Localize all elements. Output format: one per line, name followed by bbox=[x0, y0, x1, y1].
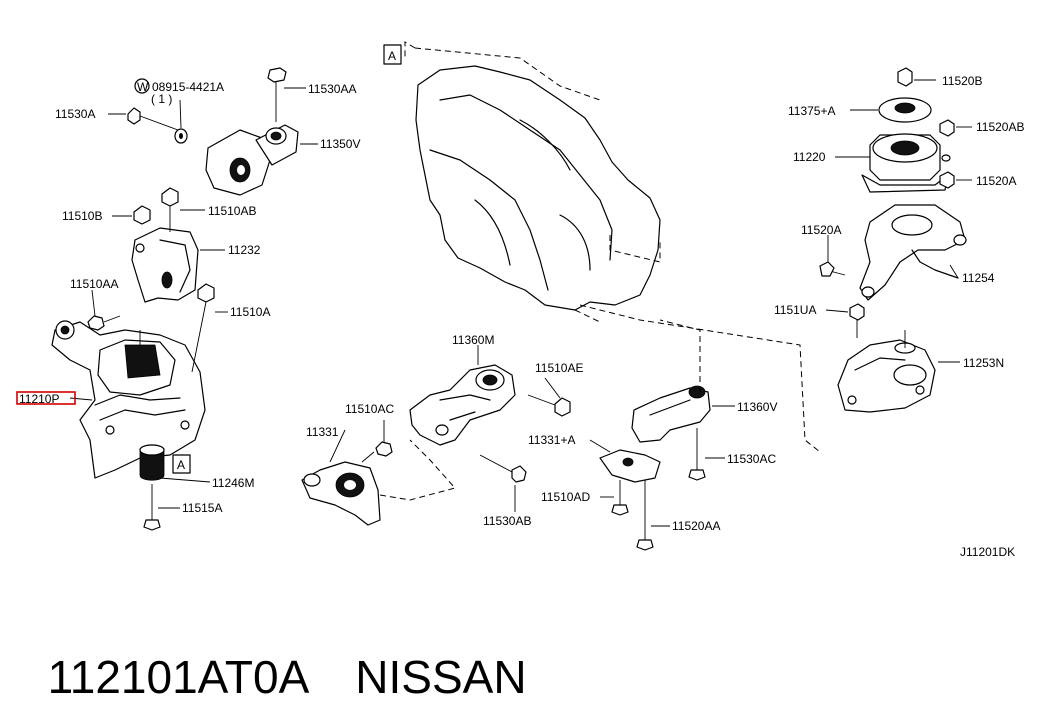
label-11510AA: 11510AA bbox=[70, 277, 119, 291]
ref-a-top-label: A bbox=[388, 49, 396, 63]
part-11220-insulator bbox=[835, 133, 949, 193]
label-11232: 11232 bbox=[228, 243, 261, 257]
label-11350V: 11350V bbox=[320, 137, 360, 151]
bolt-11520AA bbox=[636, 480, 670, 551]
ref-a-lower-label: A bbox=[177, 458, 185, 472]
part-11254-bracket bbox=[859, 204, 967, 301]
bolt-11510B bbox=[112, 205, 151, 225]
bolt-11530AA bbox=[267, 67, 306, 122]
bolt-11530A bbox=[108, 99, 188, 144]
label-11520A-left: 11520A bbox=[801, 223, 841, 237]
label-11360M: 11360M bbox=[452, 333, 494, 347]
part-11253N bbox=[837, 330, 960, 413]
label-11520B: 11520B bbox=[942, 74, 982, 88]
label-11510AD: 11510AD bbox=[541, 490, 590, 504]
label-11520AB: 11520AB bbox=[976, 120, 1025, 134]
label-11253N: 11253N bbox=[963, 356, 1004, 370]
highlight-11210P bbox=[16, 391, 76, 405]
part-11232 bbox=[131, 227, 225, 303]
bolt-11510AD bbox=[600, 480, 629, 516]
bolt-11510AB bbox=[161, 187, 205, 232]
part-number: 112101AT0A bbox=[47, 651, 310, 703]
ref-box-a-lower: A bbox=[172, 454, 191, 474]
footer-caption: 112101AT0A NISSAN bbox=[22, 596, 527, 704]
w-mark: W bbox=[137, 80, 149, 94]
brand-name: NISSAN bbox=[355, 651, 527, 703]
part-11350V bbox=[205, 124, 299, 196]
label-11510A: 11510A bbox=[230, 305, 270, 319]
engine-outline bbox=[404, 41, 821, 453]
bolt-11520A-left bbox=[819, 235, 846, 277]
part-11331 bbox=[301, 429, 381, 526]
label-11254: 11254 bbox=[962, 271, 995, 285]
w-circle bbox=[134, 78, 150, 94]
label-11515A: 11515A bbox=[182, 501, 222, 515]
part-11375A-washer bbox=[850, 97, 932, 123]
ref-box-a-top: A bbox=[383, 44, 402, 65]
bolt-11530AB bbox=[479, 454, 527, 512]
label-11375A: 11375+A bbox=[788, 104, 836, 118]
label-11510AE: 11510AE bbox=[535, 361, 584, 375]
diagram-code: J11201DK bbox=[960, 545, 1015, 559]
label-08915: 08915-4421A bbox=[152, 80, 224, 94]
label-11520AA: 11520AA bbox=[672, 519, 721, 533]
label-1151UA: 1151UA bbox=[774, 303, 816, 317]
label-11246M: 11246M bbox=[212, 476, 254, 490]
part-11246M-bushing bbox=[139, 444, 211, 483]
bolt-11510AC bbox=[361, 420, 393, 463]
bolt-11510AE bbox=[527, 377, 571, 417]
label-11510AC: 11510AC bbox=[345, 402, 394, 416]
bolt-11520B bbox=[897, 67, 936, 87]
bolt-11530AC bbox=[688, 428, 725, 481]
label-11210P: 11210P bbox=[19, 392, 59, 406]
label-11510AB: 11510AB bbox=[208, 204, 257, 218]
bolt-11510AA bbox=[87, 289, 121, 331]
label-11331: 11331 bbox=[306, 425, 339, 439]
label-11220: 11220 bbox=[793, 150, 826, 164]
part-11360V bbox=[631, 319, 735, 443]
bolt-11520A-right bbox=[939, 171, 972, 189]
parts-diagram: A W bbox=[16, 41, 1025, 559]
bolt-11520AB bbox=[939, 119, 972, 162]
label-11510B: 11510B bbox=[62, 209, 102, 223]
bolt-11515A bbox=[143, 484, 180, 531]
bolt-11510A bbox=[191, 283, 228, 373]
labels: 08915-4421A ( 1 ) 11530AA 11530A 11350V … bbox=[19, 74, 1025, 559]
label-11530AA: 11530AA bbox=[308, 82, 357, 96]
label-11520A-right: 11520A bbox=[976, 174, 1016, 188]
label-11360V: 11360V bbox=[737, 400, 777, 414]
part-11360M bbox=[409, 345, 516, 446]
label-11530AC: 11530AC bbox=[727, 452, 776, 466]
part-11331A bbox=[589, 439, 661, 483]
label-11530A: 11530A bbox=[55, 107, 95, 121]
label-11331A: 11331+A bbox=[528, 433, 576, 447]
label-08915-qty: ( 1 ) bbox=[151, 92, 172, 106]
label-11530AB: 11530AB bbox=[483, 514, 532, 528]
bolt-1151UA bbox=[825, 303, 865, 338]
